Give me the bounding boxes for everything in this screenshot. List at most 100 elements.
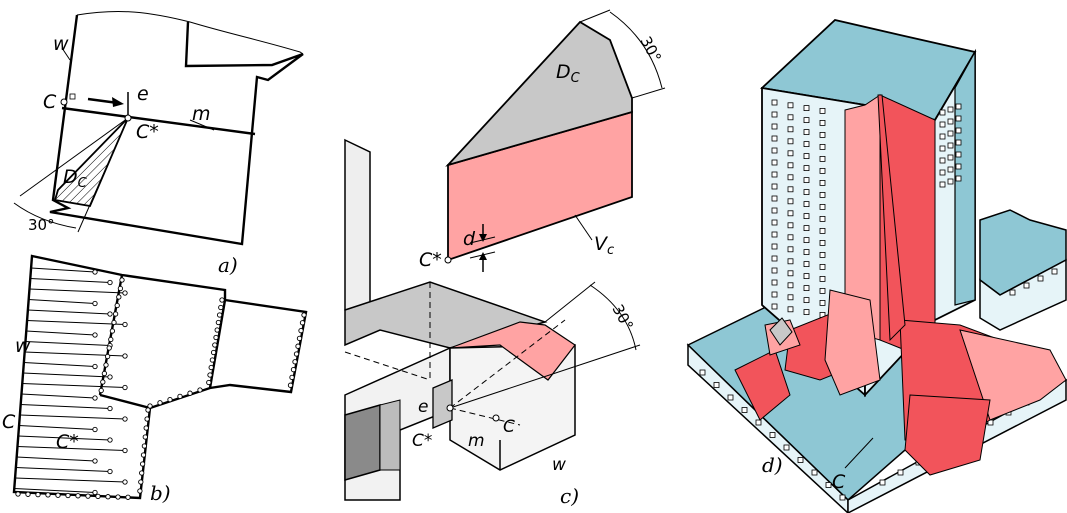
panel-b-outline: [12, 254, 308, 500]
panel-a-label-m: m: [192, 103, 211, 125]
panel-c-small-pink: [449, 321, 576, 381]
panel-d-window: [939, 157, 946, 164]
panel-b-hatch-line: [22, 372, 111, 378]
panel-b-point: [108, 336, 114, 343]
panel-b-point: [125, 494, 131, 500]
panel-d-window: [803, 129, 810, 136]
panel-a-ray-2: [77, 117, 129, 233]
panel-d-window: [819, 120, 826, 126]
panel-b-point: [75, 493, 81, 499]
panel-b-hatch-line: [17, 446, 126, 451]
panel-d-window: [1037, 275, 1044, 282]
panel-c-dark-recess: [344, 404, 381, 481]
panel-b-point: [107, 468, 113, 475]
panel-a-arrow-head: [112, 97, 124, 107]
panel-d-window: [771, 171, 778, 178]
panel-d-window: [797, 457, 804, 463]
panel-b: w C C* b): [2, 254, 308, 505]
panel-b-hatch-line: [18, 425, 96, 430]
panel-d-window: [771, 303, 778, 310]
panel-a-angle-arc: [13, 202, 77, 229]
panel-b-point: [105, 494, 111, 500]
panel-b-hatch-line: [21, 393, 96, 399]
panel-b-point: [197, 387, 203, 393]
panel-b-point: [109, 328, 116, 334]
panel-d-window: [787, 306, 794, 313]
panel-b-point: [187, 390, 193, 396]
panel-d-window: [939, 181, 946, 188]
panel-c: DC Vc d C* e C* m C w 30° 30° c): [344, 9, 666, 508]
panel-a-ray-1: [19, 117, 129, 197]
panel-d-window: [771, 135, 778, 142]
panel-d-window: [787, 198, 794, 205]
panel-d-red-fan-5: [904, 394, 991, 476]
panel-d-base-front: [687, 343, 849, 513]
panel-b-hatch-line: [14, 488, 96, 493]
panel-b-point: [45, 492, 51, 498]
panel-d-window: [771, 267, 778, 274]
panel-b-point: [92, 395, 98, 401]
panel-b-point: [122, 447, 128, 454]
panel-d-window: [803, 309, 810, 316]
panel-d-window: [803, 153, 810, 160]
panel-a: w C e C* m DC 30° a): [13, 10, 304, 277]
panel-b-hatch-line: [26, 330, 96, 336]
panel-d-window: [839, 494, 846, 501]
panel-d-red-left-strip: [734, 349, 791, 421]
panel-b-hatch-line: [26, 320, 126, 325]
panel-d-window: [771, 99, 778, 106]
panel-b-point: [298, 327, 304, 334]
panel-d-window: [803, 249, 810, 256]
panel-b-caption: b): [150, 481, 171, 505]
panel-b-hatch-line: [28, 299, 96, 304]
panel-b-point: [35, 491, 41, 498]
panel-a-horizontal: [61, 106, 256, 136]
panel-b-point: [212, 342, 218, 348]
panel-a-label-cstar: C*: [136, 121, 159, 143]
panel-b-point: [55, 492, 61, 498]
panel-b-point: [119, 277, 125, 283]
panel-b-point: [25, 491, 31, 497]
panel-b-point: [210, 349, 217, 356]
panel-d-window: [947, 106, 954, 113]
panel-d-window: [803, 261, 810, 268]
panel-b-point: [139, 461, 146, 467]
panel-c-d-arrowhead-top: [479, 234, 487, 242]
panel-d-window: [955, 175, 962, 182]
panel-d-window: [787, 174, 794, 181]
panel-b-point: [117, 285, 124, 292]
panel-b-point: [111, 319, 117, 326]
panel-d-window: [771, 123, 778, 130]
panel-d-window: [787, 186, 794, 193]
panel-a-w-leader: [61, 47, 71, 61]
panel-d-window: [771, 159, 778, 166]
panel-d-window: [947, 154, 954, 161]
panel-d-window: [955, 163, 962, 170]
panel-b-point: [138, 479, 144, 485]
panel-d-window: [771, 291, 778, 298]
panel-b-hatch-line: [30, 278, 111, 283]
panel-d-window: [803, 285, 810, 292]
panel-d-window: [947, 166, 954, 173]
panel-d-window: [1051, 268, 1058, 275]
panel-c-point-cstar-top: [444, 256, 452, 264]
panel-d-window: [783, 444, 790, 451]
panel-c-label-cstar-top: C*: [419, 249, 442, 271]
panel-b-point: [122, 479, 128, 485]
panel-d-caption: d): [762, 453, 783, 477]
panel-b-point: [299, 320, 306, 326]
panel-b-point: [207, 372, 213, 378]
panel-d-windows: [699, 99, 1058, 501]
panel-d-window: [819, 239, 826, 246]
panel-c-caption: c): [560, 484, 579, 508]
panel-b-point: [293, 351, 300, 357]
panel-d-window: [787, 234, 794, 241]
panel-b-point: [98, 387, 104, 394]
panel-b-hatch-line: [23, 362, 96, 367]
panel-d-window: [819, 108, 826, 114]
panel-d-grey-spike: [769, 317, 793, 346]
panel-b-point: [122, 321, 128, 328]
panel-d-window: [787, 102, 794, 109]
panel-d-window: [819, 131, 826, 138]
panel-d-window: [787, 114, 794, 121]
